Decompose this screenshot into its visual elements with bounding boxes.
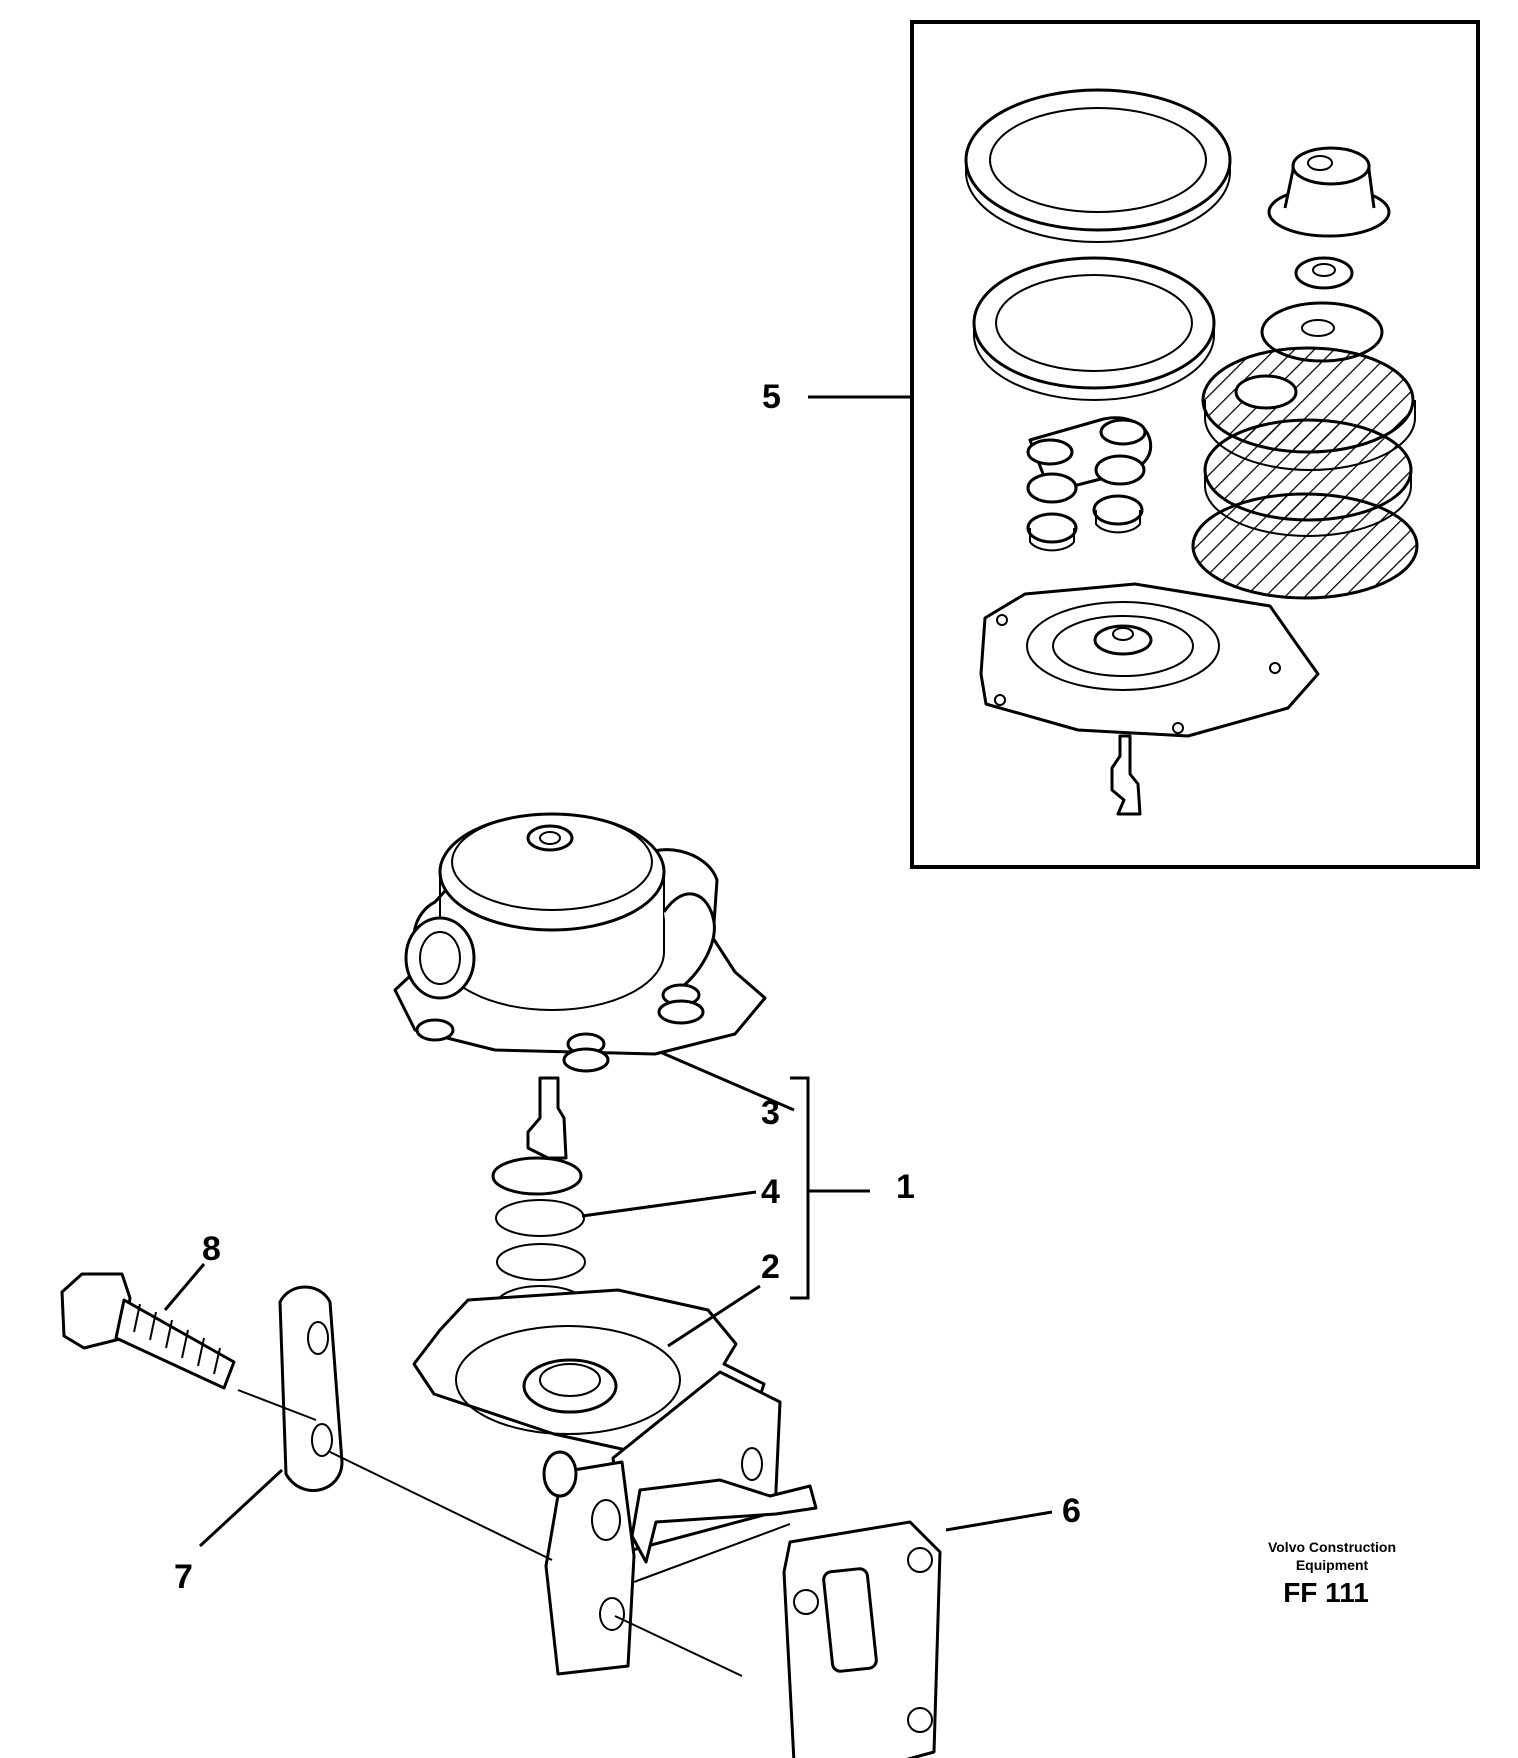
valve-cages bbox=[1026, 416, 1153, 552]
figure-code: FF 111 bbox=[1283, 1577, 1369, 1608]
repair-kit-panel bbox=[910, 20, 1480, 869]
leader-7 bbox=[198, 1468, 284, 1548]
callout-7: 7 bbox=[174, 1558, 193, 1596]
callout-5: 5 bbox=[762, 378, 781, 416]
callout-2: 2 bbox=[761, 1248, 780, 1286]
assembly-line-gasket bbox=[614, 1615, 743, 1677]
cover-screws bbox=[415, 983, 705, 1073]
assembly-line-bolt bbox=[237, 1389, 317, 1421]
leader-6 bbox=[945, 1510, 1053, 1532]
leader-4 bbox=[581, 1190, 757, 1218]
credit-department: Equipment bbox=[1296, 1557, 1369, 1573]
bracket-1 bbox=[790, 1076, 810, 1300]
leader-8 bbox=[163, 1263, 206, 1311]
pump-cover bbox=[393, 812, 767, 1160]
assembly-line-plate bbox=[329, 1451, 553, 1561]
credit-company: Volvo Construction bbox=[1268, 1539, 1396, 1555]
leader-3 bbox=[659, 1050, 795, 1112]
pump-body bbox=[412, 1288, 818, 1676]
leader-lines bbox=[163, 395, 1053, 1677]
callout-6: 6 bbox=[1062, 1492, 1081, 1530]
small-washer bbox=[1294, 256, 1354, 290]
callout-1: 1 bbox=[896, 1168, 915, 1206]
assembly-line-gasket-top bbox=[633, 1523, 791, 1583]
callout-8: 8 bbox=[202, 1230, 221, 1268]
leader-2 bbox=[667, 1284, 761, 1348]
valve-plates bbox=[1191, 346, 1419, 600]
callout-4: 4 bbox=[761, 1173, 780, 1211]
diaphragm bbox=[979, 582, 1320, 816]
washer-plate bbox=[278, 1285, 344, 1492]
callout-3: 3 bbox=[761, 1094, 780, 1132]
sealing-ring-small bbox=[972, 256, 1216, 401]
bolt bbox=[60, 1272, 236, 1390]
gasket bbox=[782, 1520, 942, 1758]
pump-stem bbox=[526, 1076, 568, 1160]
sealing-ring-large bbox=[964, 88, 1232, 243]
cap bbox=[1267, 146, 1391, 238]
repair-kit-frame bbox=[910, 20, 1480, 869]
